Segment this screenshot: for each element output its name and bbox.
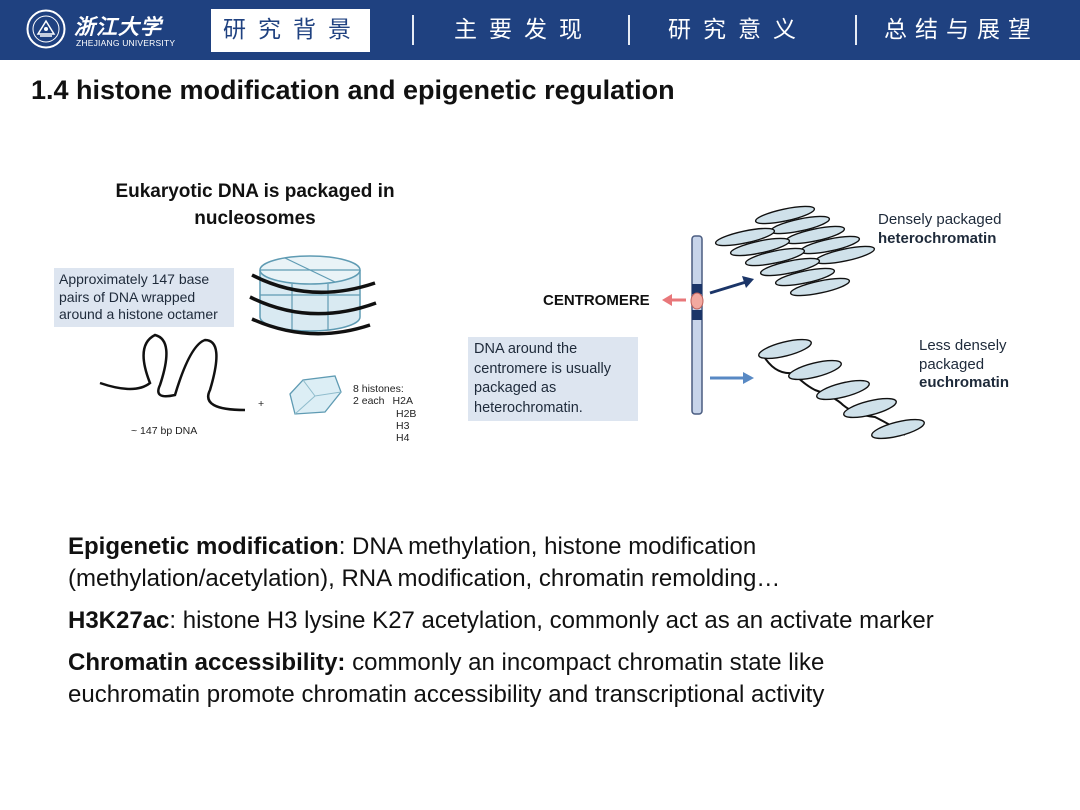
centromere-label: CENTROMERE [543, 292, 650, 309]
figure-heading-line: Eukaryotic DNA is packaged in [115, 181, 395, 202]
tab-main-findings[interactable]: 主要发现 [454, 17, 594, 43]
bullet-h3k27ac: H3K27ac: histone H3 lysine K27 acetylati… [68, 605, 1068, 637]
histone-list: 8 histones: 2 each H2A H2B H3 H4 [353, 383, 416, 444]
bullet-term: Chromatin accessibility: [68, 649, 346, 676]
header-banner: 浙江大学 ZHEJIANG UNIVERSITY 研究背景 主要发现 研究意义 … [0, 0, 1080, 60]
note-line: centromere is usually [474, 360, 611, 377]
plus-sign: + [258, 398, 265, 410]
bullet-epigenetic-modification: Epigenetic modification: DNA methylation… [68, 531, 1068, 595]
histone-name: H4 [396, 432, 410, 445]
label-line-bold: heterochromatin [878, 229, 997, 247]
euchromatin-illustration [758, 338, 925, 440]
slide-title: 1.4 histone modification and epigenetic … [31, 75, 675, 105]
dna-coil-illustration [99, 333, 246, 412]
bullet-term: Epigenetic modification [68, 533, 339, 560]
bullet-text: histone H3 lysine K27 acetylation, commo… [182, 607, 934, 634]
tab-summary-outlook[interactable]: 总结与展望 [884, 17, 1039, 43]
histone-each-row: 2 each H2A [353, 395, 416, 407]
figure-heading: Eukaryotic DNA is packaged in nucleosome… [60, 178, 450, 232]
bullet-chromatin-accessibility: Chromatin accessibility: commonly an inc… [68, 647, 1068, 711]
logo-english-text: ZHEJIANG UNIVERSITY [76, 38, 176, 48]
bullet-list: Epigenetic modification: DNA methylation… [68, 531, 1068, 721]
histone-octamer-illustration [289, 375, 342, 415]
bullet-line: Chromatin accessibility: commonly an inc… [68, 647, 1068, 679]
bullet-sep: : [169, 607, 183, 634]
histone-name: H2A [392, 395, 413, 408]
bullet-text: DNA methylation, histone modification [352, 533, 757, 560]
euchromatin-label: Less densely packaged euchromatin [919, 337, 1009, 393]
bullet-line: (methylation/acetylation), RNA modificat… [68, 565, 781, 592]
bullet-term: H3K27ac [68, 607, 170, 634]
heterochromatin-illustration [714, 205, 876, 297]
figure-heading-line: nucleosomes [194, 208, 316, 229]
chromosome-illustration [662, 235, 754, 415]
nucleosome-note: Approximately 147 base pairs of DNA wrap… [54, 268, 234, 327]
note-line: DNA around the [474, 341, 578, 357]
centromere-note: DNA around the centromere is usually pac… [468, 337, 638, 421]
tab-research-significance[interactable]: 研究意义 [668, 17, 808, 43]
tab-divider [412, 15, 414, 45]
heterochromatin-label: Densely packaged heterochromatin [878, 211, 1001, 248]
note-line: around a histone octamer [59, 306, 218, 322]
tab-research-background[interactable]: 研究背景 [211, 9, 370, 52]
histone-name: H2B [396, 407, 417, 420]
nucleosome-illustration [249, 255, 377, 336]
bullet-line: euchromatin promote chromatin accessibil… [68, 681, 825, 708]
logo-chinese-text: 浙江大学 [74, 14, 162, 39]
histone-list-title: 8 histones: [353, 383, 404, 395]
histone-each: 2 each [353, 395, 385, 408]
tab-divider [855, 15, 857, 45]
note-line: packaged as [474, 380, 557, 396]
seal-icon [26, 9, 66, 49]
note-line: heterochromatin. [474, 399, 583, 416]
note-line: Approximately 147 base [59, 271, 210, 287]
dna-length-label: ~ 147 bp DNA [131, 425, 198, 437]
histone-name: H3 [396, 419, 410, 432]
note-line: pairs of DNA wrapped [59, 288, 196, 305]
tab-divider [628, 15, 630, 45]
bullet-line: H3K27ac: histone H3 lysine K27 acetylati… [68, 605, 1068, 637]
label-line: Densely packaged [878, 211, 1002, 228]
university-logo: 浙江大学 ZHEJIANG UNIVERSITY [26, 9, 176, 51]
bullet-sep: : [338, 533, 353, 560]
bullet-line: Epigenetic modification: DNA methylation… [68, 531, 1068, 563]
label-line: packaged [919, 355, 985, 373]
label-line-bold: euchromatin [919, 374, 1010, 391]
bullet-text: commonly an incompact chromatin state li… [352, 649, 825, 676]
label-line: Less densely [919, 337, 1007, 354]
